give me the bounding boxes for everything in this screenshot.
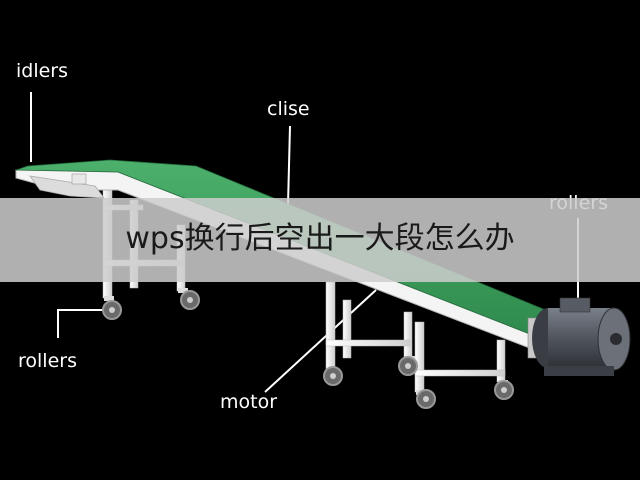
caster-wheels — [102, 288, 514, 409]
caster-wheel — [323, 366, 343, 386]
caster-wheel — [102, 296, 122, 320]
idler-bracket — [71, 173, 87, 185]
caster-wheel — [178, 288, 200, 310]
pointer-clise — [287, 125, 291, 206]
motor-unit — [527, 297, 631, 376]
caster-wheel — [494, 380, 514, 400]
motor-feet — [544, 366, 614, 376]
label-idlers: idlers — [16, 60, 69, 82]
pointer-motor — [264, 289, 377, 393]
motor-terminal-box — [559, 297, 591, 313]
frame-front-rail — [29, 175, 105, 199]
overlay-banner — [0, 198, 640, 282]
overlay-title: wps换行后空出一大段怎么办 — [125, 221, 515, 256]
label-motor: motor — [220, 391, 278, 413]
pointer-rollers-left — [57, 309, 104, 338]
caster-wheel — [398, 356, 418, 376]
label-rollers-left: rollers — [18, 350, 77, 372]
motor-shaft — [610, 333, 622, 345]
label-clise: clise — [267, 98, 310, 120]
caster-wheel — [416, 389, 436, 409]
